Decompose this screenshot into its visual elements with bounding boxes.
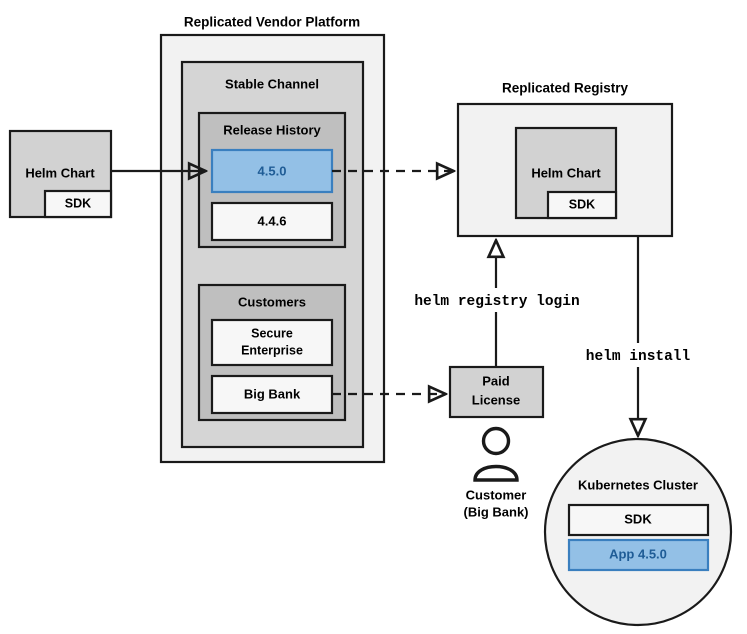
command-install-backdrop bbox=[570, 343, 706, 367]
source-helm-chart-title: Helm Chart bbox=[25, 165, 95, 180]
release-item-4-4-6-label: 4.4.6 bbox=[258, 213, 287, 228]
customer-item-big-bank-label: Big Bank bbox=[244, 386, 301, 401]
registry-helm-chart-sdk-label: SDK bbox=[569, 197, 595, 211]
cluster-item-app bbox=[567, 538, 710, 572]
customer-actor-label-line1: Customer bbox=[466, 487, 527, 502]
registry-helm-chart-title: Helm Chart bbox=[531, 165, 601, 180]
customer-item-secure-enterprise-label-line1: Secure bbox=[251, 326, 293, 340]
customers-title: Customers bbox=[238, 294, 306, 309]
cluster-item-sdk-label: SDK bbox=[624, 511, 652, 526]
kubernetes-cluster-title: Kubernetes Cluster bbox=[578, 477, 698, 492]
registry-helm-chart-sdk-box bbox=[546, 190, 618, 220]
registry-title: Replicated Registry bbox=[502, 81, 629, 96]
stable-channel-title: Stable Channel bbox=[225, 76, 319, 91]
cluster-item-app-label: App 4.5.0 bbox=[609, 546, 667, 561]
customer-item-big-bank[interactable] bbox=[210, 374, 334, 415]
command-login-backdrop bbox=[398, 288, 596, 312]
source-helm-chart-sdk-box bbox=[43, 189, 113, 219]
release-history-title: Release History bbox=[223, 122, 321, 137]
customer-item-secure-enterprise-label-line2: Enterprise bbox=[241, 343, 303, 357]
customer-actor-label-line2: (Big Bank) bbox=[464, 504, 529, 519]
cluster-item-sdk bbox=[567, 503, 710, 537]
command-helm-install: helm install bbox=[586, 349, 691, 365]
paid-license-label-line1: Paid bbox=[482, 373, 510, 388]
person-icon bbox=[473, 426, 519, 482]
command-helm-registry-login: helm registry login bbox=[414, 294, 579, 310]
customer-item-secure-enterprise[interactable] bbox=[210, 318, 334, 367]
release-item-4-5-0-label: 4.5.0 bbox=[258, 163, 287, 178]
paid-license-label-line2: License bbox=[472, 392, 520, 407]
release-item-4-4-6[interactable] bbox=[210, 201, 334, 242]
source-helm-chart-sdk-label: SDK bbox=[65, 196, 91, 210]
vendor-platform-title: Replicated Vendor Platform bbox=[184, 15, 360, 30]
